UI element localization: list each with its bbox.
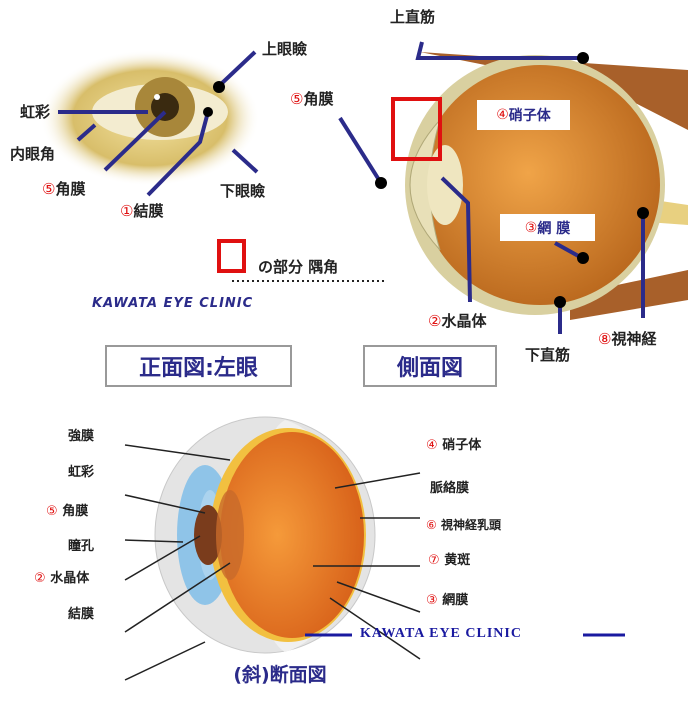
section-label-cornea: ⑤ 角膜: [46, 504, 89, 519]
section-label-choroid: 脈絡膜: [430, 481, 470, 496]
section-view-title: (斜)断面図: [233, 664, 327, 686]
front-view-title: 正面図:左眼: [105, 345, 292, 387]
label-cornea-front: ⑤角膜: [42, 180, 86, 198]
section-eye-illustration: [154, 416, 376, 654]
clinic-name-front: KAWATA EYE CLINIC: [92, 296, 254, 311]
angle-note: の部分 隅角: [258, 258, 339, 276]
front-leader-lines: [58, 50, 259, 197]
label-conjunctiva: ①結膜: [120, 202, 164, 220]
section-label-optic-disc: ⑥ 視神経乳頭: [426, 518, 501, 532]
label-iris: 虹彩: [20, 103, 51, 121]
label-upper-eyelid: 上眼瞼: [262, 40, 308, 58]
front-eye-illustration: [40, 50, 260, 186]
label-superior-rectus: 上直筋: [390, 8, 436, 26]
label-inner-canthus: 内眼角: [10, 145, 56, 163]
section-label-conjunctiva: 結膜: [68, 607, 95, 622]
label-lens-side: ②水晶体: [428, 312, 487, 330]
side-leader-lines: [338, 41, 645, 334]
section-label-pupil: 瞳孔: [68, 539, 95, 554]
side-view-title: 側面図: [363, 345, 497, 387]
label-optic-nerve: ⑧視神経: [598, 330, 657, 348]
section-label-macula: ⑦ 黄斑: [428, 553, 471, 568]
section-label-iris: 虹彩: [68, 465, 95, 480]
section-label-retina: ③ 網膜: [426, 593, 469, 608]
label-inferior-rectus: 下直筋: [525, 346, 571, 364]
angle-marker-side: [391, 97, 442, 161]
label-lower-eyelid: 下眼瞼: [220, 182, 266, 200]
section-leader-lines: [124, 444, 231, 681]
section-label-vitreous: ④ 硝子体: [426, 438, 482, 453]
section-label-sclera: 強膜: [68, 429, 95, 444]
angle-marker: [217, 239, 246, 273]
clinic-name-section: KAWATA EYE CLINIC: [360, 626, 522, 641]
label-cornea-side: ⑤角膜: [290, 90, 334, 108]
section-label-lens: ② 水晶体: [34, 571, 90, 586]
